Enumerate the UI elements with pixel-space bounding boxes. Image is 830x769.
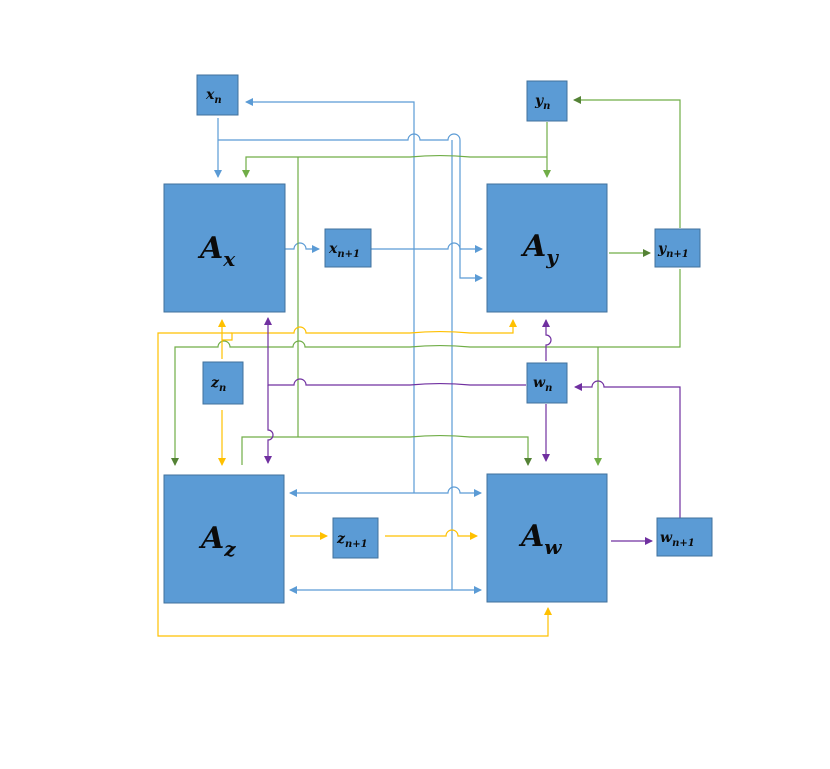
- node-xn1-base: x: [328, 241, 338, 257]
- node-xn1: xn+1: [324, 228, 372, 268]
- node-yn-sub: n: [543, 101, 550, 112]
- node-wn-base: w: [533, 375, 546, 391]
- block-ay-base: A: [520, 229, 546, 264]
- edge-wn-to-az: [264, 385, 274, 464]
- svg-text:Az: Az: [198, 521, 236, 561]
- node-wn1: wn+1: [656, 517, 713, 557]
- block-az-sub: z: [223, 537, 236, 561]
- edge-ax-to-xn1: [285, 242, 320, 253]
- edge-yn-to-ax: [242, 155, 547, 178]
- purple-connectors: [264, 317, 681, 545]
- node-yn1-base: y: [657, 241, 667, 257]
- edge-feedback-to-xn: [245, 98, 415, 493]
- yellow-connectors: [157, 319, 552, 637]
- node-xn1-sub: n+1: [337, 249, 360, 260]
- svg-text:yn: yn: [534, 93, 550, 112]
- node-wn1-base: w: [660, 530, 673, 546]
- block-ax-base: A: [197, 231, 223, 266]
- node-yn1-sub: n+1: [666, 249, 689, 260]
- svg-text:Ax: Ax: [197, 231, 236, 271]
- svg-text:xn+1: xn+1: [328, 241, 360, 260]
- block-az-base: A: [198, 521, 224, 556]
- node-wn1-sub: n+1: [672, 538, 695, 549]
- node-yn: yn: [526, 80, 568, 122]
- node-zn: zn: [202, 361, 244, 405]
- block-aw: Aw: [486, 473, 608, 603]
- edge-xn-branch: [218, 133, 483, 282]
- node-zn1: zn+1: [332, 517, 379, 559]
- node-xn-base: x: [205, 87, 215, 103]
- node-xn-sub: n: [214, 95, 221, 106]
- block-ax: Ax: [163, 183, 286, 313]
- node-yn1: yn+1: [654, 228, 701, 268]
- svg-text:xn: xn: [205, 87, 222, 106]
- edge-yn1-to-yn: [573, 96, 681, 228]
- node-zn1-sub: n+1: [345, 539, 368, 550]
- block-aw-base: A: [518, 519, 544, 554]
- node-xn: xn: [196, 74, 239, 116]
- edge-yellow-loop-to-aw: [222, 319, 517, 341]
- edge-zn1-to-aw: [385, 529, 478, 540]
- edge-xn1-to-ay: [352, 242, 483, 253]
- block-ax-sub: x: [222, 247, 236, 271]
- svg-text:Aw: Aw: [518, 519, 562, 559]
- node-zn-sub: n: [219, 383, 226, 394]
- block-aw-sub: w: [544, 535, 562, 559]
- node-zn-base: z: [210, 375, 220, 391]
- svg-text:zn+1: zn+1: [336, 531, 368, 550]
- edge-wn-to-left: [264, 317, 526, 386]
- svg-text:Ay: Ay: [520, 229, 559, 269]
- node-zn1-base: z: [336, 531, 346, 547]
- node-wn-sub: n: [545, 383, 552, 394]
- edge-green-to-az-aw: [241, 435, 532, 466]
- node-yn-base: y: [534, 93, 544, 109]
- svg-text:zn: zn: [210, 375, 226, 394]
- edge-yellow-left-rail: [157, 332, 552, 637]
- svg-text:wn: wn: [533, 375, 552, 394]
- edge-wn1-to-wn: [574, 380, 681, 518]
- edge-az-aw-top: [289, 486, 482, 497]
- block-ay-sub: y: [545, 245, 559, 269]
- block-ay: Ay: [486, 183, 608, 313]
- blue-connectors: [214, 98, 483, 594]
- block-az: Az: [163, 474, 285, 604]
- edge-wn-to-ay: [542, 319, 552, 361]
- svg-text:wn+1: wn+1: [660, 530, 695, 549]
- node-wn: wn: [526, 362, 568, 404]
- svg-text:yn+1: yn+1: [657, 241, 689, 260]
